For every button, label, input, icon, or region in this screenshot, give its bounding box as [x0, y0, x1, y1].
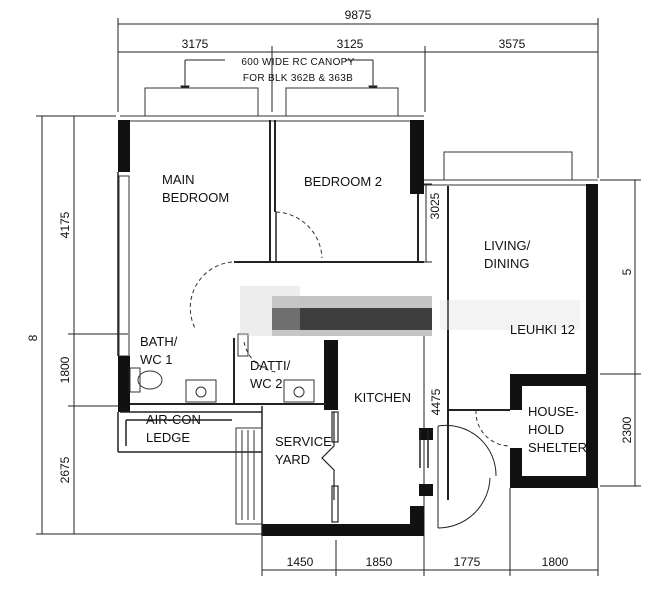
dim-bottom-3: 1775 [454, 555, 481, 569]
label-main-bedroom-line1: MAIN [162, 172, 195, 187]
door-leaves [275, 212, 497, 529]
label-living-extra: LEUHKI 12 [510, 322, 575, 337]
canopy-note-line2: FOR BLK 362B & 363B [243, 73, 353, 84]
label-living-line1: LIVING/ [484, 238, 531, 253]
dim-bottom-4: 1800 [542, 555, 569, 569]
dim-top-2: 3125 [337, 37, 364, 51]
label-shelter-line1: HOUSE- [528, 404, 579, 419]
label-service-yard-line2: YARD [275, 452, 310, 467]
label-shelter-line2: HOLD [528, 422, 564, 437]
label-bath1-line2: WC 1 [140, 352, 173, 367]
dim-kitchen-depth: 4475 [429, 388, 443, 415]
dim-left-1: 4175 [58, 211, 72, 238]
label-aircon-line2: LEDGE [146, 430, 190, 445]
service-yard-railing [235, 427, 263, 525]
dim-right-1: 5 [620, 268, 634, 275]
dim-left-3: 2675 [58, 456, 72, 483]
label-aircon-line1: AIR-CON [146, 412, 201, 427]
canopy-note-line1: 600 WIDE RC CANOPY [241, 57, 354, 68]
dim-bedroom2-depth: 3025 [428, 192, 442, 219]
structural-walls [118, 120, 598, 536]
kitchen-partition-blur [240, 286, 580, 336]
label-living-line2: DINING [484, 256, 530, 271]
dim-left-total: 8 [26, 334, 40, 341]
dim-top-1: 3175 [182, 37, 209, 51]
dim-bottom-2: 1850 [366, 555, 393, 569]
folding-door [321, 411, 339, 523]
bath2-fixtures [237, 333, 315, 403]
dim-left-2: 1800 [58, 356, 72, 383]
label-shelter-line3: SHELTER [528, 440, 587, 455]
doors [189, 211, 511, 447]
label-service-yard-line1: SERVICE [275, 434, 332, 449]
dim-right-2: 2300 [620, 416, 634, 443]
dim-bottom-1: 1450 [287, 555, 314, 569]
label-bath2-line1: DATTI/ [250, 358, 291, 373]
bottom-dimension-lines [261, 488, 599, 576]
right-dimension-lines [600, 179, 641, 487]
canopies [144, 87, 573, 181]
dim-top-3: 3575 [499, 37, 526, 51]
label-bath1-line1: BATH/ [140, 334, 178, 349]
label-kitchen: KITCHEN [354, 390, 411, 405]
left-dimension-lines [36, 115, 262, 535]
bath1-fixtures [129, 367, 217, 403]
label-bedroom-2: BEDROOM 2 [304, 174, 382, 189]
top-dimension-lines [117, 18, 599, 178]
dim-top-total: 9875 [345, 8, 372, 22]
label-bath2-line2: WC 2 [250, 376, 283, 391]
partition-walls [130, 120, 510, 500]
label-main-bedroom-line2: BEDROOM [162, 190, 229, 205]
